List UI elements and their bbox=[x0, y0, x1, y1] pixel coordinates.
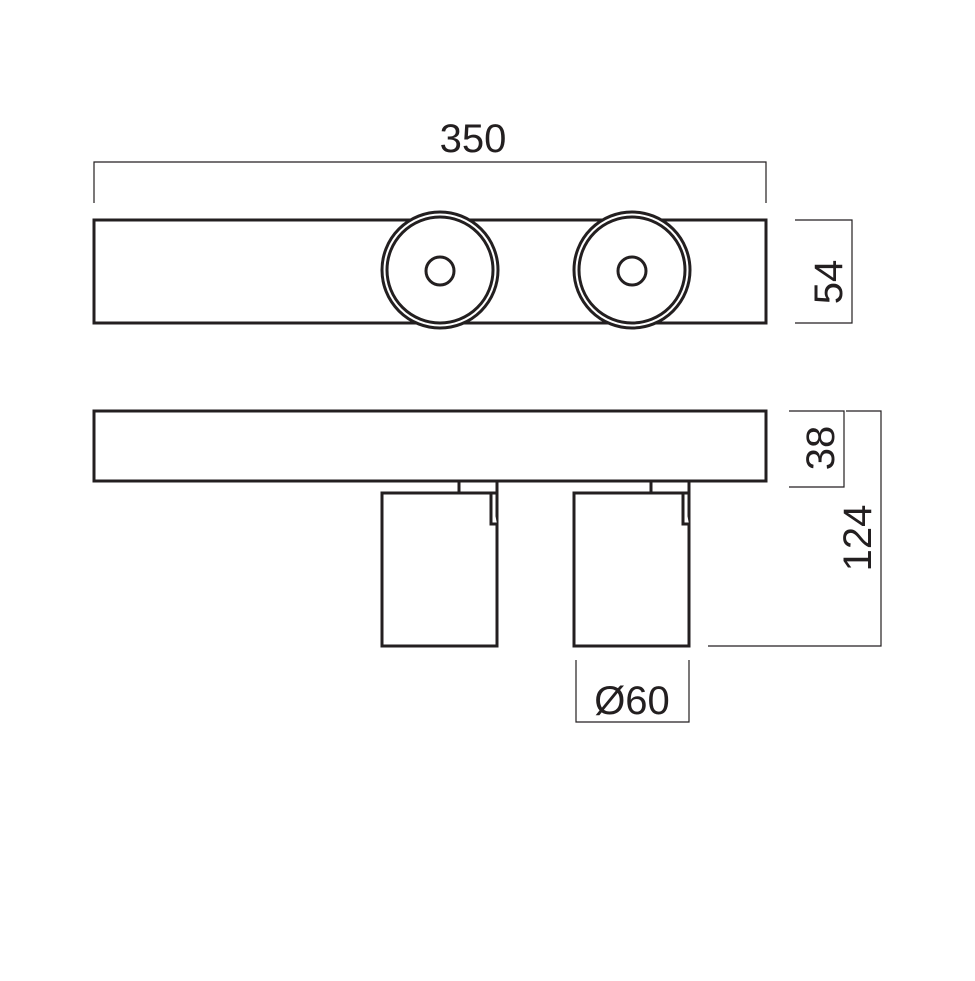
side-view-track-body bbox=[92, 409, 768, 483]
spot-1-lens bbox=[424, 255, 456, 287]
total-height-dimension: 124 bbox=[708, 410, 882, 647]
spot-2-lens bbox=[616, 255, 648, 287]
spot-2-body bbox=[572, 491, 691, 648]
spot-1-bracket bbox=[489, 493, 497, 526]
diameter-dimension-label: Ø60 bbox=[594, 679, 670, 723]
spot-1-mount bbox=[457, 479, 499, 495]
spot-2-bracket bbox=[681, 493, 689, 526]
base-height-dimension-label: 38 bbox=[799, 426, 843, 471]
spot-1-body bbox=[380, 491, 499, 648]
depth-dimension: 54 bbox=[795, 219, 853, 324]
depth-dimension-label: 54 bbox=[807, 260, 851, 305]
diameter-dimension-line bbox=[575, 660, 690, 723]
length-dimension: 350 bbox=[93, 117, 767, 203]
spot-2-mount bbox=[649, 479, 691, 495]
side-view-spot-1 bbox=[380, 479, 499, 648]
length-dimension-label: 350 bbox=[440, 117, 507, 161]
base-height-dimension-line bbox=[789, 410, 845, 488]
top-view: 350 54 bbox=[92, 117, 853, 330]
top-view-spot-2 bbox=[572, 210, 692, 330]
side-view: 38 124 Ø60 bbox=[92, 409, 882, 723]
length-dimension-line bbox=[93, 161, 767, 203]
total-height-dimension-label: 124 bbox=[836, 505, 880, 572]
depth-dimension-line bbox=[795, 219, 853, 324]
base-height-dimension: 38 bbox=[789, 410, 845, 488]
side-view-spot-2 bbox=[572, 479, 691, 648]
top-view-spot-1 bbox=[380, 210, 500, 330]
total-height-dimension-line bbox=[708, 410, 882, 647]
diameter-dimension: Ø60 bbox=[575, 660, 690, 723]
